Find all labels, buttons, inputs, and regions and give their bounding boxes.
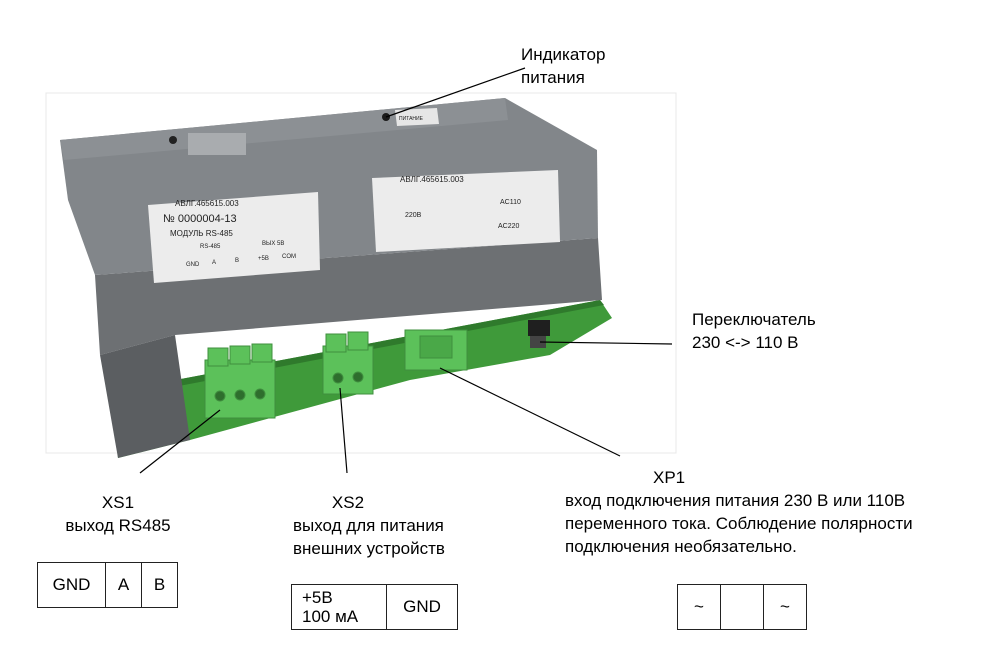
leader-xs2 bbox=[339, 387, 348, 474]
xp1-pin-3: ~ bbox=[763, 584, 807, 630]
svg-text:ПИТАНИЕ: ПИТАНИЕ bbox=[399, 116, 424, 122]
terminal-xs1 bbox=[204, 343, 276, 419]
sticker-left-module: МОДУЛЬ RS-485 bbox=[170, 229, 233, 238]
label-xs1: XS1 выход RS485 bbox=[43, 491, 193, 537]
xp1-pin-1: ~ bbox=[677, 584, 721, 630]
label-power-indicator: Индикатор питания bbox=[521, 45, 606, 87]
sticker-right-code: АВЛГ.465615.003 bbox=[400, 175, 464, 184]
xp1-pinout-table: ~ ~ bbox=[677, 584, 807, 630]
xp1-pin-2 bbox=[720, 584, 764, 630]
xp1-title: XP1 bbox=[653, 468, 686, 487]
xs2-pin-power: +5В 100 мА bbox=[291, 584, 387, 630]
sticker-left-serial: № 0000004-13 bbox=[163, 213, 237, 225]
xs2-pinout-table: +5В 100 мА GND bbox=[291, 584, 458, 630]
switch-jumper bbox=[528, 320, 550, 348]
label-xs2: XS2 выход для питания внешних устройств bbox=[293, 493, 445, 558]
leader-xp1 bbox=[439, 367, 621, 457]
leader-indicator bbox=[385, 67, 526, 118]
svg-text:RS-485: RS-485 bbox=[200, 244, 221, 250]
svg-text:AC220: AC220 bbox=[498, 223, 520, 230]
svg-text:+5В: +5В bbox=[258, 256, 269, 262]
connector-xp1 bbox=[404, 329, 468, 371]
svg-text:AC110: AC110 bbox=[500, 199, 521, 206]
svg-text:A: A bbox=[212, 260, 216, 266]
sticker-right bbox=[372, 170, 560, 252]
sticker-left bbox=[148, 192, 320, 283]
label-switch: Переключатель 230 <-> 110 В bbox=[692, 310, 816, 352]
xs2-pin-gnd: GND bbox=[386, 584, 458, 630]
svg-text:B: B bbox=[235, 258, 239, 264]
xs1-pin-b: B bbox=[141, 562, 178, 608]
xs1-pin-gnd: GND bbox=[37, 562, 106, 608]
sticker-top bbox=[395, 108, 439, 126]
svg-text:220В: 220В bbox=[405, 212, 422, 219]
xs1-title: XS1 bbox=[101, 493, 135, 512]
terminal-xs2 bbox=[322, 331, 374, 395]
xs1-pinout-table: GND A B bbox=[37, 562, 178, 608]
svg-text:COM: COM bbox=[282, 254, 296, 260]
label-xp1: XP1 вход подключения питания 230 В или 1… bbox=[565, 468, 913, 556]
xs2-title: XS2 bbox=[331, 493, 365, 512]
xs1-pin-a: A bbox=[105, 562, 142, 608]
svg-text:GND: GND bbox=[186, 262, 200, 268]
sticker-left-code: АВЛГ.465615.003 bbox=[175, 199, 239, 208]
xs1-desc: выход RS485 bbox=[65, 516, 171, 535]
leader-xs1 bbox=[139, 409, 221, 474]
svg-text:ВЫХ 5В: ВЫХ 5В bbox=[262, 241, 284, 247]
leader-switch bbox=[539, 341, 673, 345]
